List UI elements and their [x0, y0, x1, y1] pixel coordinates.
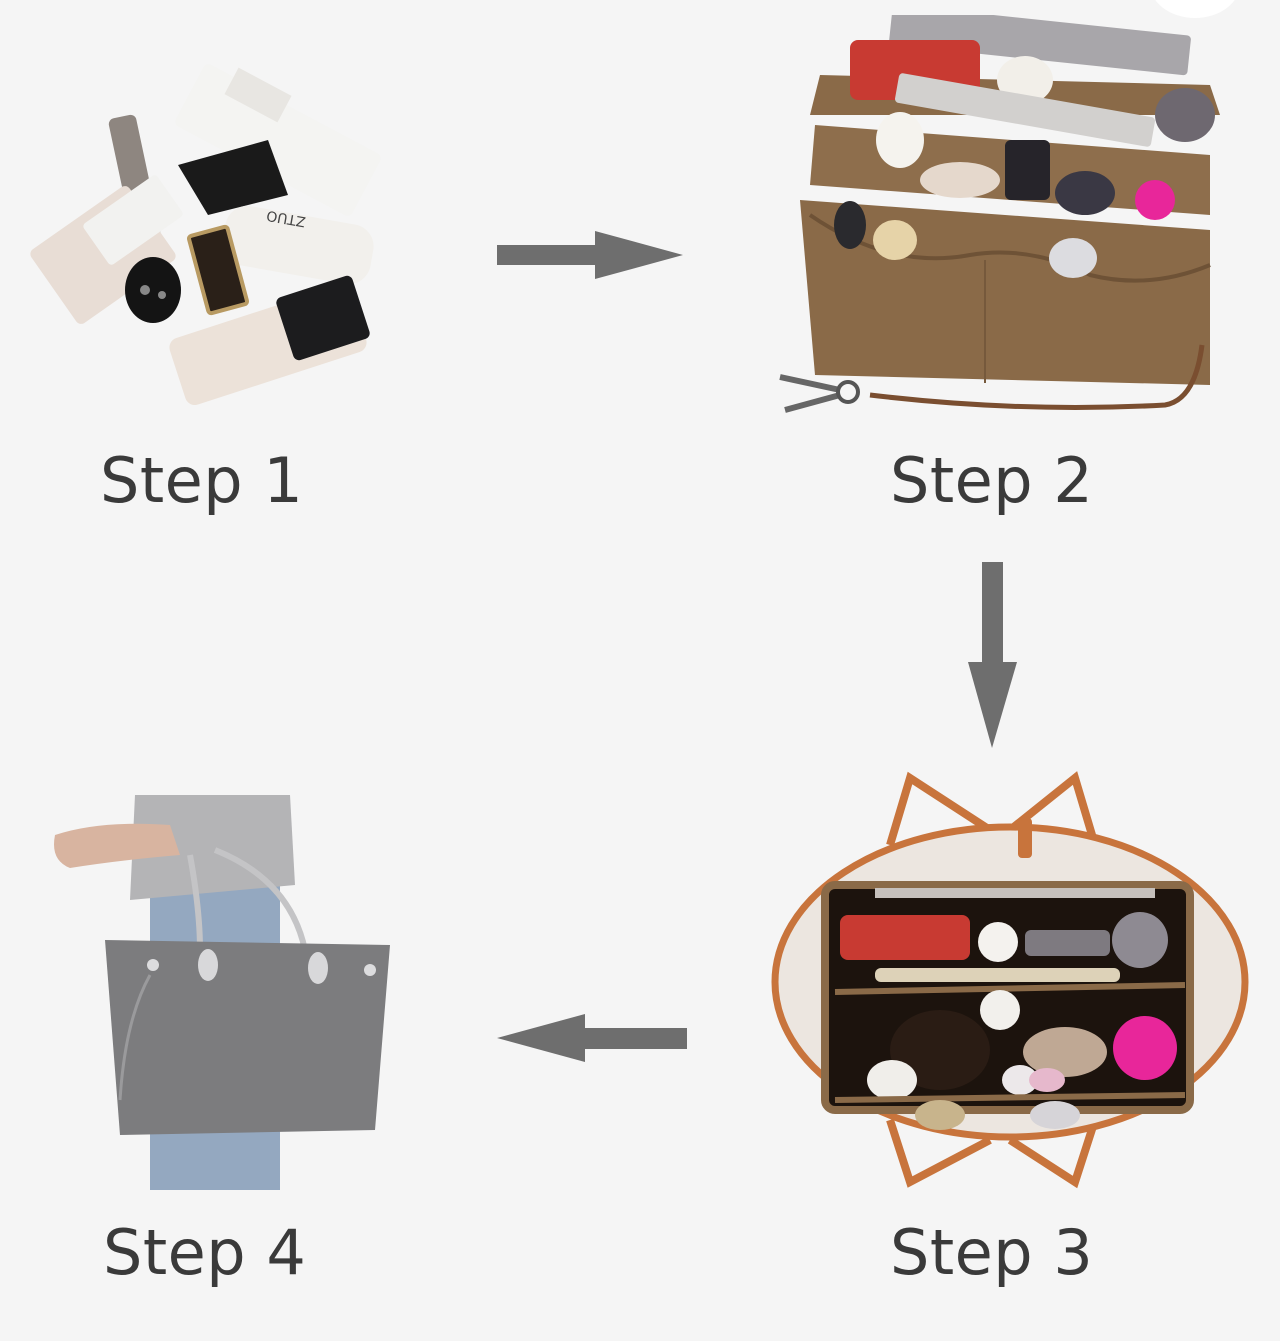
cream-stick — [875, 968, 1120, 982]
tote-tab — [1018, 818, 1032, 858]
step-1-label: Step 1 — [100, 444, 304, 517]
white-tube-ozuki — [222, 205, 374, 285]
black-round-compact — [125, 257, 181, 323]
gold-compact — [873, 220, 917, 260]
step-2-illustration — [779, 15, 1220, 413]
silver-compact — [1049, 238, 1097, 278]
arrow-down-icon — [968, 562, 1017, 748]
step-1-illustration: ZTUO — [30, 64, 381, 405]
arrow-right-icon — [497, 231, 683, 279]
black-compact — [178, 140, 288, 215]
tote-handles — [886, 771, 1099, 1189]
arm — [54, 823, 180, 868]
red-wallet — [840, 915, 970, 960]
step-3-illustration — [771, 771, 1249, 1189]
arrow-left-icon — [497, 1014, 687, 1062]
cosmetic-compact-box — [175, 64, 381, 216]
grey-compact — [1112, 912, 1168, 968]
cream-tube — [920, 162, 1000, 198]
dark-bottle — [834, 201, 866, 249]
white-bottle — [980, 990, 1020, 1030]
step-2-label: Step 2 — [890, 444, 1094, 517]
white-bottle — [876, 112, 924, 168]
step-4-label: Step 4 — [103, 1216, 307, 1289]
brush-bundle — [890, 1010, 990, 1090]
grey-compact — [1155, 88, 1215, 142]
grey-tote-bag — [105, 940, 390, 1135]
silver-ball — [1055, 171, 1115, 215]
step-4-illustration — [54, 795, 390, 1190]
beige-pouch — [1023, 1027, 1107, 1077]
white-jar — [978, 922, 1018, 962]
black-item — [1005, 140, 1050, 200]
white-jar — [997, 56, 1053, 104]
grey-palette — [1025, 930, 1110, 956]
gold-lipstick — [187, 224, 249, 316]
step-3-label: Step 3 — [890, 1216, 1094, 1289]
powder-case-light — [83, 175, 183, 265]
foundation-cap — [276, 275, 370, 361]
key-leash — [869, 344, 1205, 410]
silver-tablet — [895, 73, 1155, 147]
tube-brand-text: ZTUO — [265, 207, 307, 230]
pink-ball — [1135, 180, 1175, 220]
keys-icon — [779, 374, 860, 413]
pink-ball — [1113, 1016, 1177, 1080]
laptop — [889, 15, 1191, 76]
